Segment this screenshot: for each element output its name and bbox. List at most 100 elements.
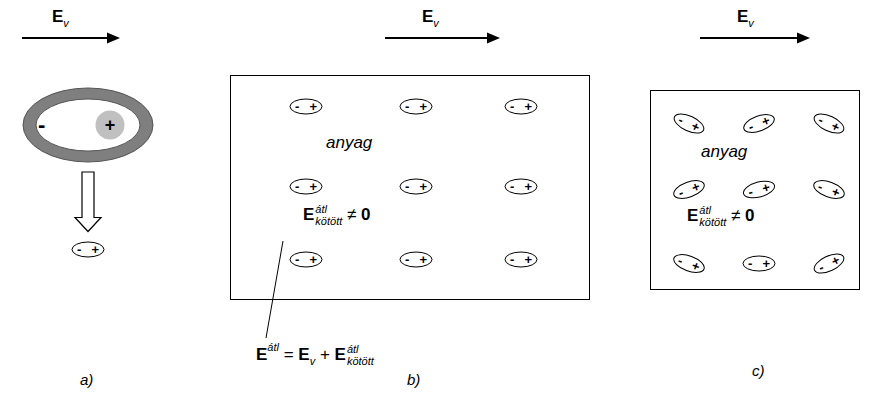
dipole-ellipse-outline (740, 176, 777, 201)
dipole-ellipse: -+ (504, 98, 538, 115)
dipole-ellipse-outline (399, 251, 433, 268)
text-part: v (310, 355, 316, 367)
index-stack: átlkötött (699, 205, 726, 228)
dipole-ellipse-outline (670, 249, 708, 277)
charge-sign: - (38, 114, 45, 136)
dipole-ellipse-outline (810, 175, 848, 203)
dipole-outline (811, 249, 846, 276)
dipole-outline (742, 178, 777, 201)
dipole-outline (505, 99, 537, 114)
charge-sign: + (91, 243, 99, 256)
text-part: 0 (745, 206, 754, 225)
dipole-ellipse: -+ (399, 251, 433, 268)
charge-sign: + (419, 253, 427, 266)
panel-letter: c) (752, 363, 765, 378)
charge-sign: + (524, 100, 532, 113)
material-box: anyagEátlkötött ≠ 0-+-+-+-+-+-+-+-+-+ (230, 75, 590, 300)
nucleus-circle: + (95, 110, 125, 140)
text-part: E (303, 205, 314, 224)
field-symbol: Ev (422, 8, 439, 29)
dipole-outline (671, 250, 706, 275)
dipole-ellipse: -+ (504, 251, 538, 268)
charge-sign: - (77, 243, 81, 256)
field-symbol: Ev (737, 8, 754, 29)
text-part: kötött (315, 216, 342, 228)
index-stack: átlkötött (315, 204, 342, 227)
material-box: anyagEátlkötött ≠ 0-+-+-+-+-+-+-+-+-+ (650, 90, 860, 290)
leader-line (266, 241, 283, 338)
dipole-ellipse: -+ (289, 251, 323, 268)
field-arrow-head (797, 33, 810, 44)
dipole-ellipse-outline (399, 178, 433, 195)
dipole-outline (72, 242, 104, 257)
charge-sign: - (748, 257, 752, 270)
charge-sign: + (309, 100, 317, 113)
dipole-outline (671, 109, 706, 136)
charge-sign: - (295, 100, 299, 113)
dipole-outline (743, 256, 775, 271)
charge-sign: + (309, 253, 317, 266)
dipole-ellipse-outline (399, 98, 433, 115)
dipole-ellipse-outline (670, 108, 708, 138)
charge-sign: + (524, 180, 532, 193)
charge-sign: - (510, 180, 514, 193)
dipole-outline (400, 179, 432, 194)
dipole-outline (505, 179, 537, 194)
charge-sign: - (295, 180, 299, 193)
panel-letter: b) (407, 372, 420, 387)
dipole-ellipse-outline (810, 248, 848, 278)
dipole-ellipse: -+ (670, 175, 708, 203)
text-part: átl (347, 344, 374, 356)
charge-sign: + (419, 180, 427, 193)
dipole-ellipse-outline (742, 255, 776, 272)
dipole-outline (811, 109, 846, 136)
dipole-outline (811, 176, 846, 201)
field-arrow-head (107, 33, 120, 44)
text-part: kötött (699, 217, 726, 229)
charge-sign: - (295, 253, 299, 266)
index-stack: átlkötött (347, 344, 374, 367)
atom-ring (23, 88, 153, 162)
dipole-outline (400, 252, 432, 267)
dipole-outline (290, 179, 322, 194)
field-formula: Eátlkötött ≠ 0 (687, 205, 755, 228)
dipole-ellipse: -+ (504, 178, 538, 195)
charge-sign: + (762, 257, 770, 270)
dipole-ellipse: -+ (289, 178, 323, 195)
dipole-ellipse-outline (670, 175, 708, 203)
field-arrow-head (487, 33, 500, 44)
nucleus-disc (96, 111, 125, 140)
text-part: átl (267, 341, 279, 353)
dipole-ellipse-outline (504, 98, 538, 115)
text-part: E (335, 345, 346, 364)
field-arrow (385, 37, 490, 39)
text-part: E (298, 345, 309, 364)
text-part: kötött (347, 356, 374, 368)
dipole-ellipse-outline (289, 251, 323, 268)
dipole-ellipse: -+ (670, 108, 708, 138)
panel-letter: a) (80, 372, 93, 387)
dipole-outline (671, 176, 706, 201)
charge-sign: - (510, 253, 514, 266)
dipole-outline (290, 252, 322, 267)
dipole-ellipse: -+ (810, 175, 848, 203)
dipole-outline (741, 110, 776, 135)
atom-inner (36, 99, 140, 151)
charge-sign: - (510, 100, 514, 113)
dipole-ellipse: -+ (740, 109, 778, 137)
dipole-ellipse-outline (289, 178, 323, 195)
dipole-ellipse-outline (810, 108, 848, 138)
text-part: E (256, 345, 267, 364)
text-part: + (315, 345, 334, 364)
charge-sign: + (105, 116, 116, 134)
text-part: v (748, 17, 754, 29)
material-label: anyag (326, 134, 372, 151)
charge-sign: + (309, 180, 317, 193)
dipole-ellipse-outline (740, 109, 778, 137)
dipole-ellipse-outline (504, 178, 538, 195)
charge-sign: - (405, 180, 409, 193)
dipole-ellipse-outline (71, 241, 105, 258)
field-arrow (700, 37, 800, 39)
